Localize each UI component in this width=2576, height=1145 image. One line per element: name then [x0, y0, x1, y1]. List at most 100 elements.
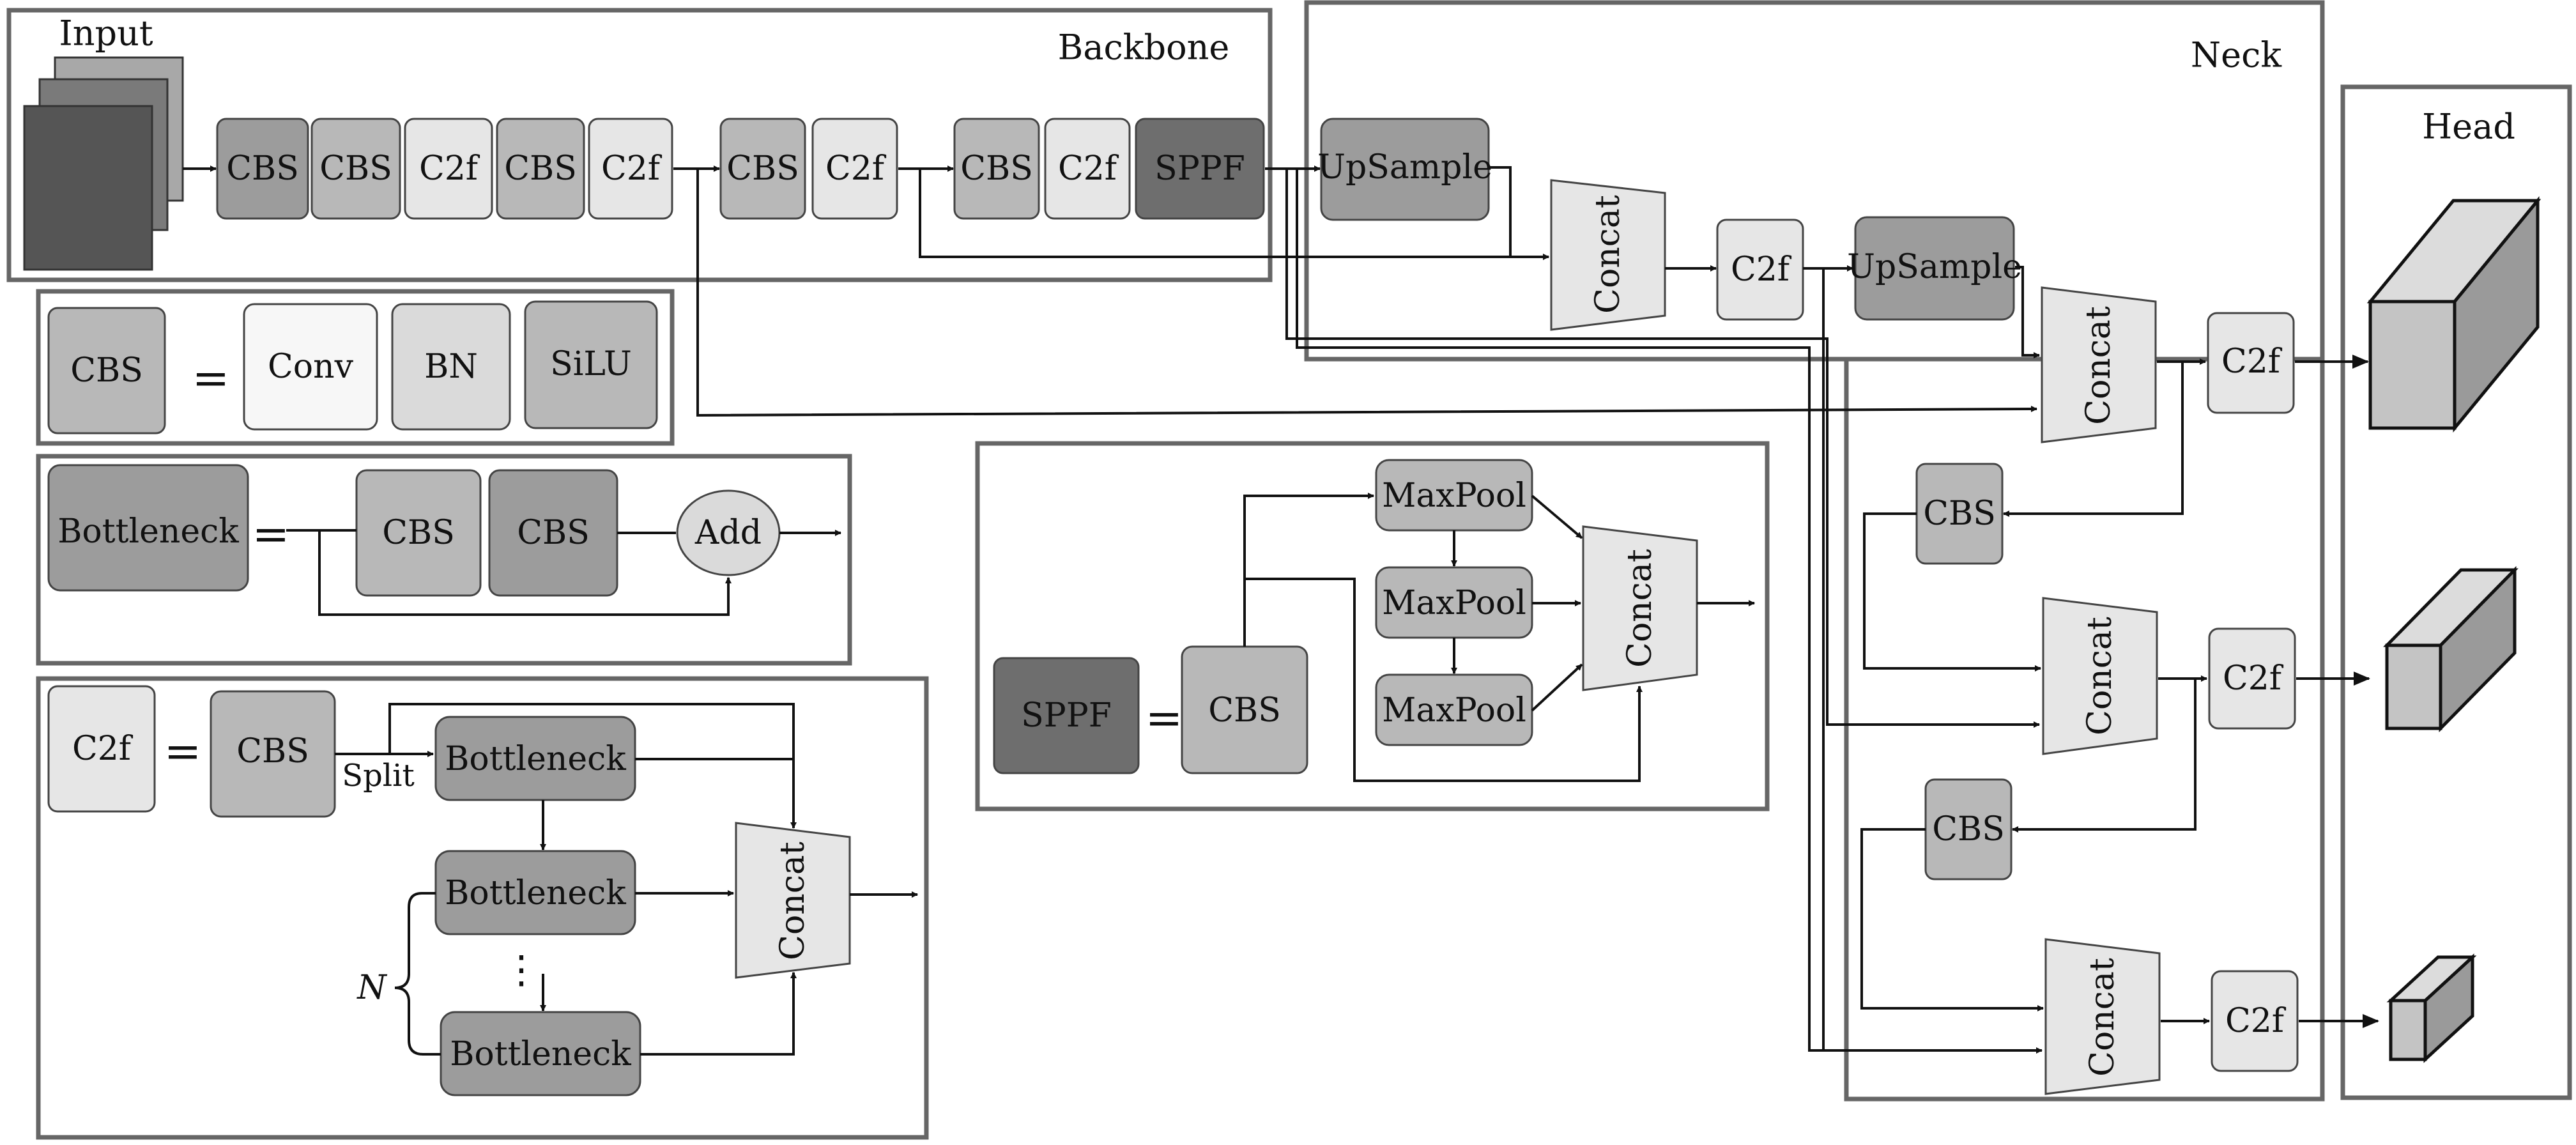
c2f-cbs-label: CBS — [236, 732, 309, 771]
neck-concat-3 — [2042, 597, 2158, 755]
backbone-blocks: CBS CBS C2f CBS C2f CBS C2f CBS C2f SPPF — [216, 118, 1265, 220]
head-output-small — [2386, 953, 2477, 1063]
neck-upsample-2 — [1854, 216, 2015, 321]
split-label: Split — [342, 758, 415, 794]
neck-frame-upper — [1304, 0, 2325, 362]
backbone-frame — [6, 8, 1273, 282]
c2f-legend-block — [47, 685, 156, 813]
sppf-legend-frame — [975, 441, 1770, 811]
backbone-sppf — [1135, 118, 1265, 220]
backbone-label: CBS — [726, 150, 799, 188]
bottleneck-cbs-2-label: CBS — [517, 514, 590, 552]
c2f-legend: C2f = CBS Split Bottleneck Bottleneck ⋮ … — [47, 685, 918, 1096]
c2f-legend-equals: = — [164, 725, 202, 778]
neck-c2f-1-label: C2f — [1731, 250, 1792, 289]
neck-concat-2-label: Concat — [2080, 306, 2118, 425]
backbone-title: Backbone — [1058, 27, 1230, 68]
neck-upsample-1-label: UpSample — [1317, 148, 1492, 187]
neck-concat-1 — [1550, 179, 1666, 331]
bottleneck-legend-frame — [36, 454, 852, 666]
bn-block — [391, 303, 511, 431]
backbone-cbs-2 — [310, 118, 401, 220]
sppf-legend-equals: = — [1146, 692, 1183, 744]
bottleneck-legend: Bottleneck = CBS CBS Add — [47, 464, 841, 616]
backbone-c2f-4 — [1044, 118, 1131, 220]
c2f-bottleneck-3-label: Bottleneck — [450, 1035, 631, 1073]
cbs-legend-equals: = — [192, 352, 230, 404]
backbone-cbs-4 — [719, 118, 806, 220]
neck-c2f-4-label: C2f — [2225, 1002, 2287, 1040]
bn-label: BN — [424, 348, 478, 386]
neck-concat-3-label: Concat — [2081, 617, 2119, 735]
c2f-dots: ⋮ — [502, 948, 540, 992]
maxpool-1-label: MaxPool — [1382, 477, 1526, 515]
neck-c2f-3-label: C2f — [2223, 659, 2284, 698]
silu-label: SiLU — [550, 345, 632, 383]
neck-c2f-2-label: C2f — [2221, 342, 2283, 381]
backbone-cbs-3 — [496, 118, 585, 220]
cbs-legend-block — [47, 307, 166, 434]
bottleneck-cbs-1-label: CBS — [382, 514, 455, 552]
input-image-stack — [23, 56, 184, 271]
head-output-large — [2366, 196, 2542, 433]
sppf-concat-label: Concat — [1621, 549, 1659, 668]
sppf-legend: SPPF = CBS MaxPool MaxPool MaxPool Conca… — [993, 459, 1755, 782]
backbone-label: CBS — [504, 150, 577, 188]
n-label: N — [356, 969, 387, 1007]
bottleneck-legend-equals: = — [252, 508, 290, 560]
sppf-cbs-label: CBS — [1208, 691, 1281, 730]
add-label: Add — [694, 514, 762, 552]
sppf-concat — [1582, 525, 1698, 691]
backbone-label: C2f — [825, 150, 887, 188]
silu-block — [524, 300, 658, 429]
neck-c2f-4 — [2211, 970, 2299, 1072]
bottleneck-legend-name: Bottleneck — [57, 512, 239, 551]
input-title: Input — [59, 13, 153, 54]
conv-label: Conv — [268, 348, 354, 386]
backbone-cbs-5 — [953, 118, 1040, 220]
backbone-c2f-1 — [404, 118, 493, 220]
c2f-concat — [735, 822, 851, 979]
bottleneck-cbs-1 — [355, 469, 482, 597]
backbone-label: CBS — [960, 150, 1033, 188]
c2f-legend-frame — [36, 676, 929, 1140]
backbone-wires — [183, 165, 2043, 1054]
neck-concat-2 — [2041, 286, 2157, 443]
neck-upsample-1 — [1320, 118, 1490, 221]
backbone-label: C2f — [1058, 150, 1119, 188]
sppf-legend-name: SPPF — [1021, 696, 1112, 735]
maxpool-2-label: MaxPool — [1382, 584, 1526, 622]
c2f-legend-name: C2f — [72, 730, 134, 768]
backbone-cbs-1 — [216, 118, 309, 220]
backbone-c2f-3 — [811, 118, 898, 220]
maxpool-3-label: MaxPool — [1382, 691, 1526, 730]
bottleneck-legend-block — [47, 464, 249, 592]
neck-concat-4 — [2044, 938, 2161, 1095]
neck-concat-1-label: Concat — [1589, 195, 1627, 314]
neck-concat-4-label: Concat — [2083, 958, 2122, 1077]
cbs-legend-name: CBS — [70, 351, 143, 390]
sppf-legend-block — [993, 657, 1140, 774]
conv-block — [243, 303, 378, 431]
head-frame — [2340, 84, 2572, 1100]
backbone-label: SPPF — [1154, 150, 1245, 188]
neck-cbs-1-label: CBS — [1923, 495, 1996, 533]
cbs-legend-frame — [36, 289, 675, 446]
head-output-medium — [2383, 565, 2518, 733]
backbone-c2f-2 — [588, 118, 673, 220]
neck-blocks: UpSample Concat C2f UpSample Concat C2f … — [1317, 118, 2299, 1095]
neck-upsample-2-label: UpSample — [1847, 248, 2022, 286]
neck-wires — [1490, 166, 2379, 1050]
neck-title: Neck — [2191, 35, 2282, 75]
neck-c2f-3 — [2208, 627, 2296, 730]
cbs-legend: CBS = Conv BN SiLU — [47, 300, 658, 434]
backbone-label: CBS — [319, 150, 392, 188]
backbone-label: C2f — [601, 150, 663, 188]
c2f-bottleneck-1-label: Bottleneck — [445, 740, 626, 778]
c2f-concat-label: Concat — [774, 841, 812, 960]
neck-cbs-2-label: CBS — [1932, 810, 2005, 849]
c2f-bottleneck-2-label: Bottleneck — [445, 874, 626, 912]
backbone-label: C2f — [419, 150, 480, 188]
